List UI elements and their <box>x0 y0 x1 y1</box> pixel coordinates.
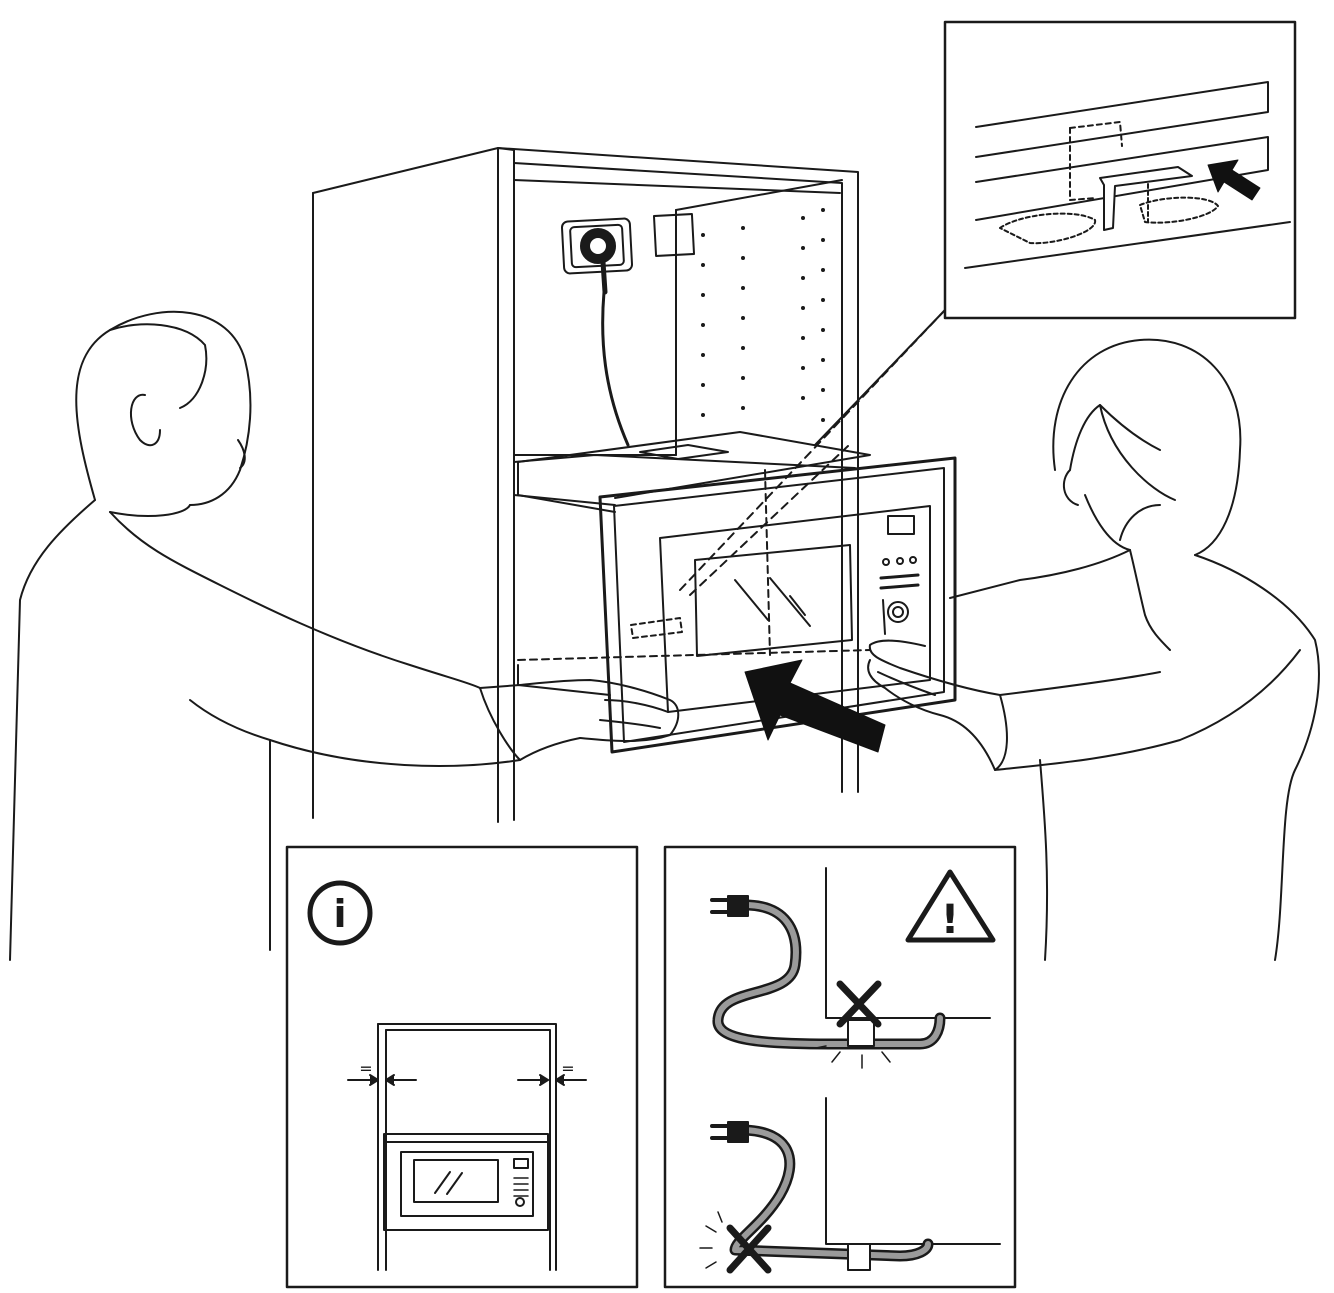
installer-woman <box>867 338 1320 961</box>
warning-mark: ! <box>941 897 959 943</box>
plug-icon <box>710 895 749 917</box>
info-mark: i <box>333 892 346 936</box>
gap-equal-mark-left: = <box>359 1059 372 1078</box>
cabinet-rear-holes <box>701 208 825 422</box>
warning-panel: ! <box>663 845 1017 1289</box>
wall-socket <box>560 213 696 447</box>
plug-icon <box>710 1121 749 1143</box>
push-arrow-icon <box>744 659 886 753</box>
cable-pinched <box>712 899 946 1050</box>
zoom-lines-solid <box>814 309 946 446</box>
warning-triangle-icon: ! <box>905 869 996 943</box>
gap-equal-mark-right: = <box>561 1059 574 1078</box>
cross-icon <box>726 1224 772 1274</box>
info-icon: i <box>307 880 373 946</box>
installer-man <box>9 310 680 961</box>
microwave-oven <box>517 431 957 754</box>
cross-icon <box>836 980 882 1028</box>
detail-arrow-icon <box>1207 159 1261 201</box>
info-panel: i = = <box>285 845 639 1289</box>
detail-zoom-panel <box>943 20 1297 320</box>
